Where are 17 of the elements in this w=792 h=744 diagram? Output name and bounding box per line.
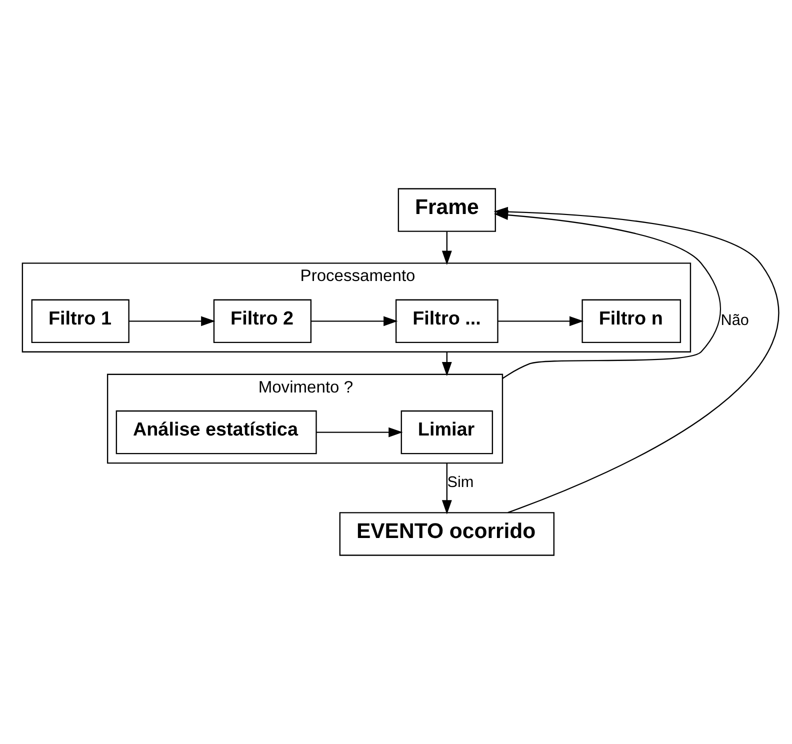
node-box: Limiar [400,410,494,454]
node-box: Análise estatística [116,410,317,454]
node-box: Frame [398,188,496,232]
arrow [129,316,216,326]
node-box: EVENTO ocorrido [339,512,554,556]
node-box: Filtro 2 [213,299,312,344]
arrow [442,463,452,514]
node-box: Filtro n [582,299,682,344]
edge-label: Sim [447,474,474,492]
arrow [442,352,452,376]
arrow [442,232,452,265]
node-box: Filtro ... [395,299,498,344]
arrow [311,316,398,326]
node-box: Filtro 1 [31,299,130,344]
arrow [316,427,403,438]
arrow [498,316,584,326]
edge-label: Não [720,312,749,330]
